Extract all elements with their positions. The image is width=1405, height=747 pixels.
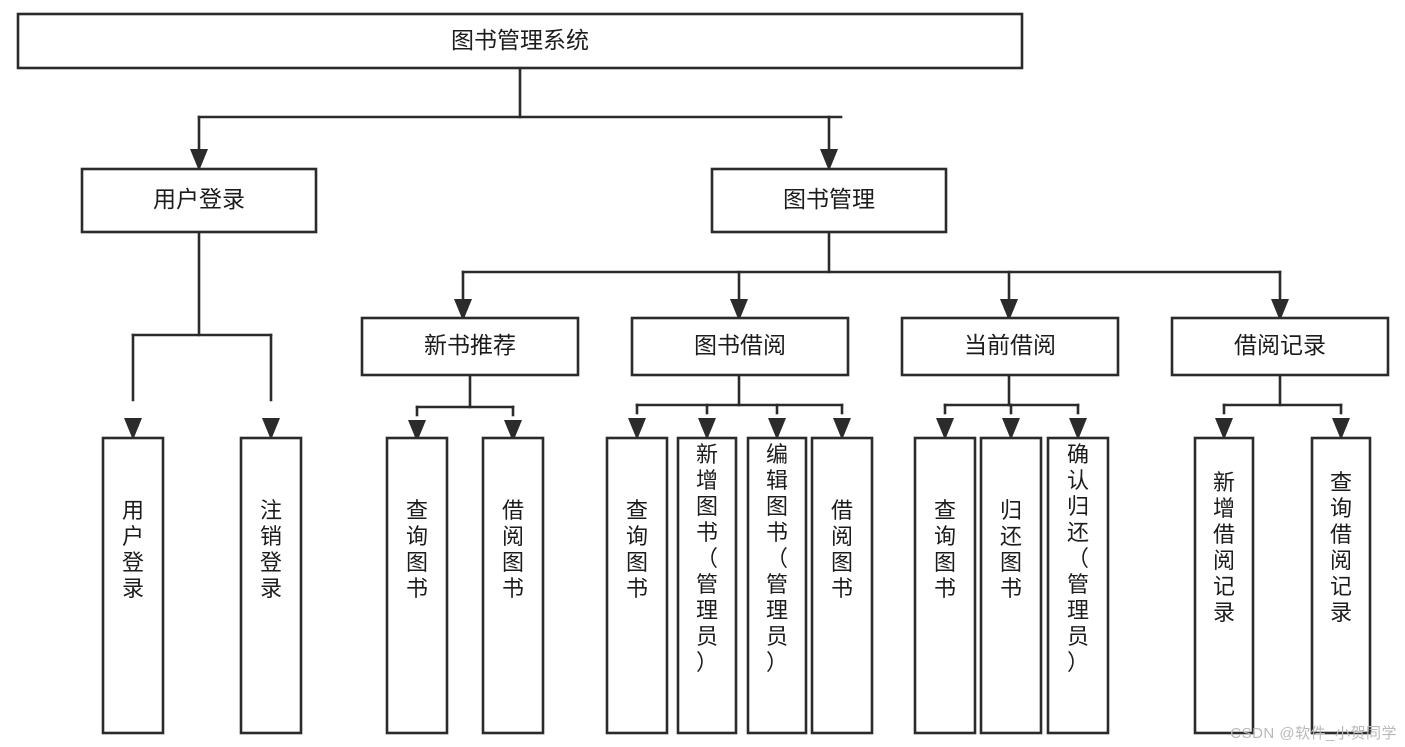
node-leaf-edit-book[interactable]: 编辑图书（管理员） bbox=[746, 436, 808, 735]
node-root-label: 图书管理系统 bbox=[451, 27, 589, 53]
node-root[interactable]: 图书管理系统 bbox=[16, 12, 1024, 70]
node-borrow-record-label: 借阅记录 bbox=[1234, 332, 1326, 358]
node-new-book-recommend[interactable]: 新书推荐 bbox=[360, 316, 580, 377]
node-leaf-query-book-2[interactable]: 查询图书 bbox=[605, 436, 669, 735]
node-leaf-query-book-3[interactable]: 查询图书 bbox=[913, 436, 977, 735]
node-leaf-query-record[interactable]: 查询借阅记录 bbox=[1310, 436, 1372, 735]
node-current-borrow[interactable]: 当前借阅 bbox=[900, 316, 1120, 377]
connector-root-to-level2 bbox=[190, 66, 843, 171]
node-leaf-query-record-label: 查询借阅记录 bbox=[1330, 470, 1352, 625]
node-leaf-user-login-label: 用户登录 bbox=[122, 498, 144, 601]
node-user-login-label: 用户登录 bbox=[153, 186, 245, 212]
connector-bookborrow-to-leaves bbox=[628, 373, 851, 440]
node-leaf-confirm-return[interactable]: 确认归还（管理员） bbox=[1046, 436, 1110, 735]
node-book-manage-label: 图书管理 bbox=[783, 186, 875, 212]
connector-currentborrow-to-leaves bbox=[936, 373, 1087, 440]
node-leaf-return-book[interactable]: 归还图书 bbox=[979, 436, 1043, 735]
connector-borrowrecord-to-leaves bbox=[1215, 373, 1350, 440]
node-leaf-edit-book-label: 编辑图书（管理员） bbox=[766, 442, 788, 675]
node-leaf-borrow-book-1-label: 借阅图书 bbox=[502, 498, 524, 601]
node-book-manage[interactable]: 图书管理 bbox=[710, 167, 948, 234]
node-book-borrow[interactable]: 图书借阅 bbox=[630, 316, 850, 377]
node-leaf-query-book-1[interactable]: 查询图书 bbox=[385, 436, 449, 735]
node-current-borrow-label: 当前借阅 bbox=[964, 332, 1056, 358]
node-leaf-borrow-book-2-label: 借阅图书 bbox=[831, 498, 853, 601]
node-leaf-logout-label: 注销登录 bbox=[260, 498, 282, 601]
node-leaf-borrow-book-1[interactable]: 借阅图书 bbox=[481, 436, 545, 735]
node-borrow-record[interactable]: 借阅记录 bbox=[1170, 316, 1390, 377]
node-book-borrow-label: 图书借阅 bbox=[694, 332, 786, 358]
node-leaf-return-book-label: 归还图书 bbox=[1000, 498, 1022, 601]
node-leaf-borrow-book-2[interactable]: 借阅图书 bbox=[810, 436, 874, 735]
connector-userlogin-to-leaves bbox=[124, 230, 280, 440]
node-leaf-user-login[interactable]: 用户登录 bbox=[101, 436, 165, 735]
node-leaf-query-book-2-label: 查询图书 bbox=[626, 498, 648, 601]
node-leaf-query-book-1-label: 查询图书 bbox=[406, 498, 428, 601]
node-user-login[interactable]: 用户登录 bbox=[80, 167, 318, 234]
csdn-watermark: CSDN @软件_小贺同学 bbox=[1230, 725, 1397, 742]
node-leaf-add-record-label: 新增借阅记录 bbox=[1213, 470, 1235, 625]
node-leaf-confirm-return-label: 确认归还（管理员） bbox=[1067, 442, 1089, 675]
connector-bookmanage-to-level3 bbox=[454, 230, 1289, 321]
node-leaf-add-book[interactable]: 新增图书（管理员） bbox=[676, 436, 738, 735]
node-leaf-logout[interactable]: 注销登录 bbox=[239, 436, 303, 735]
connector-newbook-to-leaves bbox=[408, 373, 522, 442]
node-new-book-recommend-label: 新书推荐 bbox=[424, 332, 516, 358]
node-leaf-add-record[interactable]: 新增借阅记录 bbox=[1193, 436, 1255, 735]
node-leaf-query-book-3-label: 查询图书 bbox=[934, 498, 956, 601]
node-leaf-add-book-label: 新增图书（管理员） bbox=[696, 442, 718, 675]
